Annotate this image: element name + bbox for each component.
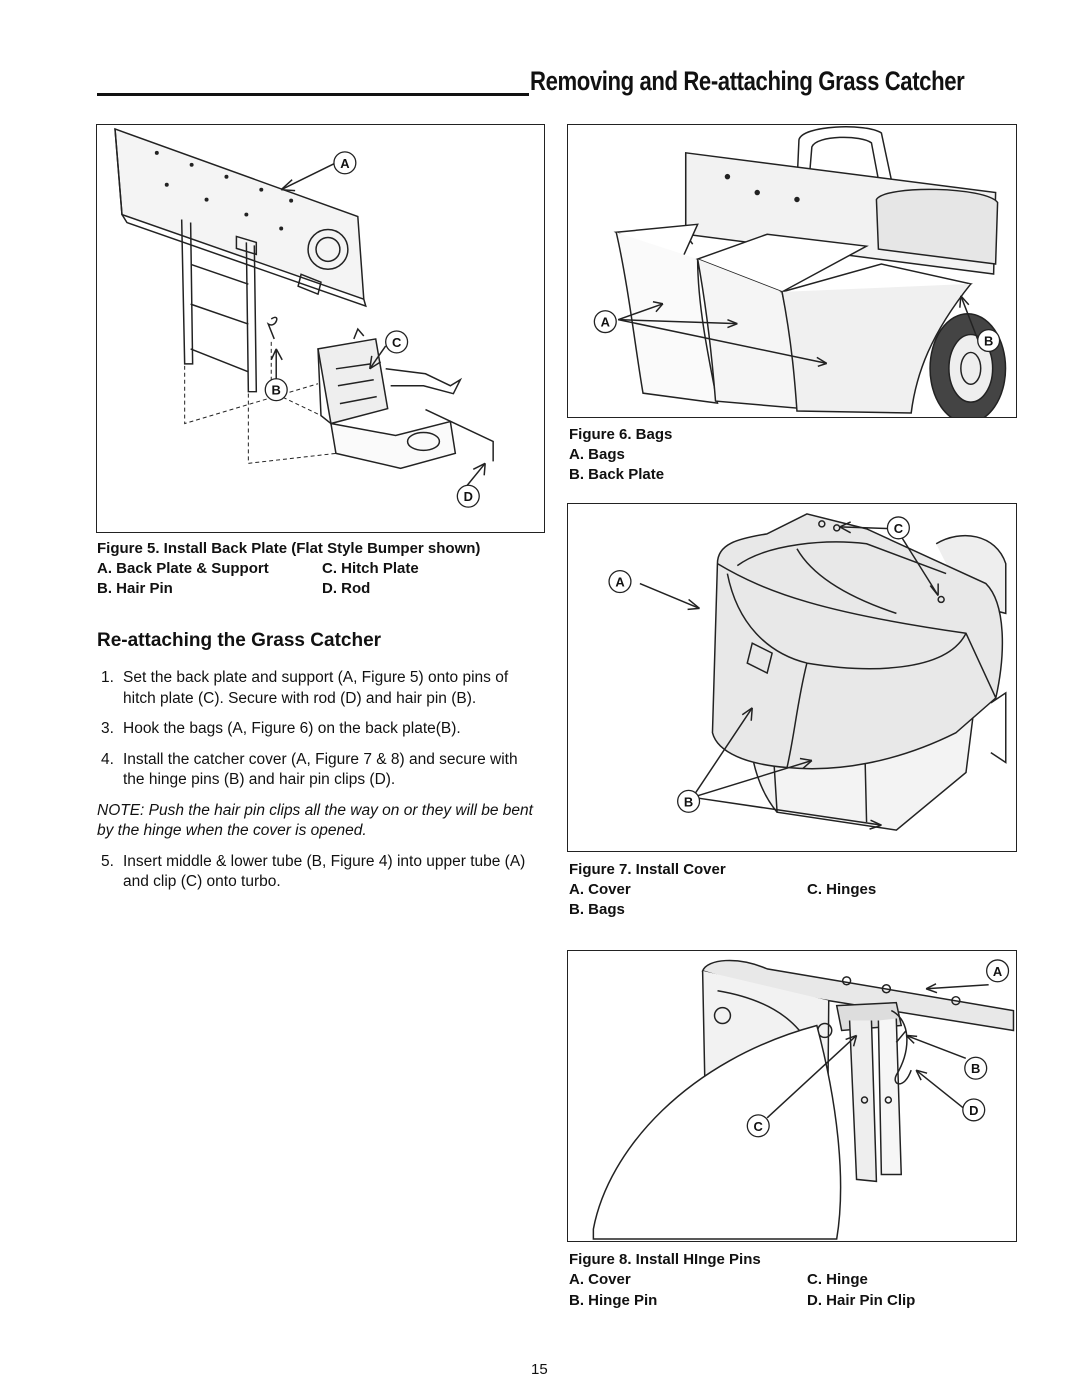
figure-5-caption: Figure 5. Install Back Plate (Flat Style… xyxy=(97,540,481,557)
list-item: 1. Set the back plate and support (A, Fi… xyxy=(97,668,537,709)
instruction-list: 1. Set the back plate and support (A, Fi… xyxy=(97,668,537,903)
figure-8-legend-d: D. Hair Pin Clip xyxy=(807,1292,916,1309)
figure-6-callout-b: B xyxy=(984,333,993,348)
figure-7-callout-b: B xyxy=(684,794,693,809)
figure-7-legend-a: A. Cover xyxy=(569,881,631,898)
figure-5-callout-d: D xyxy=(464,489,473,504)
figure-8-legend-b: B. Hinge Pin xyxy=(569,1292,658,1309)
figure-7-legend-c: C. Hinges xyxy=(807,881,877,898)
figure-5-callout-b: B xyxy=(272,383,281,398)
list-item: 4. Install the catcher cover (A, Figure … xyxy=(97,750,537,791)
figure-8-legend-a: A. Cover xyxy=(569,1271,631,1288)
figure-6-legend-a: A. Bags xyxy=(569,446,625,463)
list-item: 3. Hook the bags (A, Figure 6) on the ba… xyxy=(97,719,537,740)
figure-8-caption: Figure 8. Install HInge Pins xyxy=(569,1251,761,1268)
step-text: Install the catcher cover (A, Figure 7 &… xyxy=(123,750,518,789)
figure-6-drawing: A B xyxy=(593,126,1007,417)
figure-6-caption: Figure 6. Bags xyxy=(569,426,673,443)
note-text: NOTE: Push the hair pin clips all the wa… xyxy=(97,801,533,840)
step-text: Hook the bags (A, Figure 6) on the back … xyxy=(123,720,461,737)
figure-5-legend-b: B. Hair Pin xyxy=(97,580,173,597)
figure-8-callout-c: C xyxy=(754,1119,763,1134)
figure-7-legend-b: B. Bags xyxy=(569,901,625,918)
figure-7-illustration: A C B xyxy=(567,503,1017,852)
figure-6-callout-a: A xyxy=(601,315,610,330)
figure-8-callout-b: B xyxy=(971,1061,980,1076)
step-number: 4. xyxy=(101,750,114,768)
step-number: 1. xyxy=(101,669,114,686)
figure-5-legend-c: C. Hitch Plate xyxy=(322,560,419,577)
figure-5-illustration: A C B D xyxy=(96,124,545,533)
figure-8-callout-d: D xyxy=(969,1103,978,1118)
figure-5-callout-c: C xyxy=(392,335,401,350)
page-title: Removing and Re-attaching Grass Catcher xyxy=(530,66,965,96)
step-text: Insert middle & lower tube (B, Figure 4)… xyxy=(123,852,526,891)
step-number: 3. xyxy=(101,720,114,737)
figure-7-caption: Figure 7. Install Cover xyxy=(569,861,726,878)
step-number: 5. xyxy=(101,852,114,870)
list-item: 5. Insert middle & lower tube (B, Figure… xyxy=(97,852,537,893)
step-text: Set the back plate and support (A, Figur… xyxy=(123,669,509,707)
figure-6-illustration: A B xyxy=(567,124,1017,418)
figure-5-legend-a: A. Back Plate & Support xyxy=(97,560,269,577)
figure-8-callout-a: A xyxy=(993,964,1002,979)
page-number: 15 xyxy=(531,1361,548,1378)
figure-8-illustration: A B D C xyxy=(567,950,1017,1242)
figure-8-legend-c: C. Hinge xyxy=(807,1271,868,1288)
figure-5-legend-d: D. Rod xyxy=(322,580,371,597)
figure-7-callout-c: C xyxy=(894,521,903,536)
figure-7-callout-a: A xyxy=(615,575,624,590)
section-heading: Re-attaching the Grass Catcher xyxy=(97,630,382,651)
figure-8-drawing: A B D C xyxy=(592,959,1015,1240)
figure-5-callout-a: A xyxy=(340,156,349,171)
figure-7-drawing: A C B xyxy=(608,513,1007,831)
header-rule xyxy=(97,93,529,96)
figure-5-drawing: A C B D xyxy=(114,127,494,508)
figure-6-legend-b: B. Back Plate xyxy=(569,466,665,483)
